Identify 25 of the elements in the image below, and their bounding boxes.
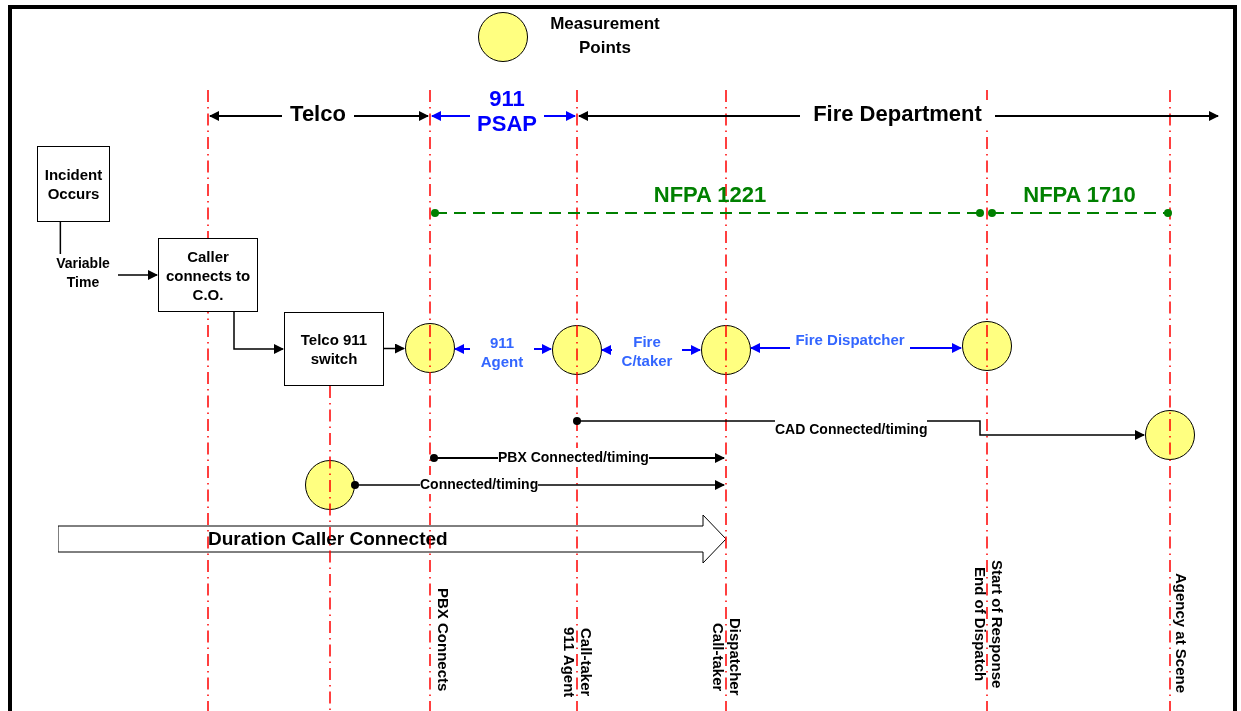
process-box: Telco 911 switch — [284, 312, 384, 386]
axis-label: Call-taker 911 Agent — [560, 625, 595, 700]
measurement-point-circle — [552, 325, 602, 375]
arrow — [233, 311, 284, 354]
measurement-point-circle — [962, 321, 1012, 371]
measurement-point-circle — [305, 460, 355, 510]
process-box: Caller connects to C.O. — [158, 238, 258, 312]
axis-label: PBX Connects — [434, 587, 452, 694]
standard-label: NFPA 1710 — [1022, 182, 1137, 208]
axis-label: Dispatcher Call-taker — [709, 617, 744, 698]
edge-label: CAD Connected/timing — [775, 420, 928, 439]
axis-label: Start of Response End of Dispatch — [971, 559, 1006, 691]
edge-label: Connected/timing — [420, 475, 539, 494]
span-label: Fire Department — [800, 100, 995, 128]
measurement-point-circle — [1145, 410, 1195, 460]
legend-label: Measurement Points — [549, 13, 661, 59]
measurement-point-circle — [405, 323, 455, 373]
hollow-arrow — [58, 514, 728, 564]
axis-label: Agency at Scene — [1172, 571, 1190, 696]
arrow-label: Duration Caller Connected — [208, 527, 448, 551]
arrow — [383, 343, 405, 354]
process-box: Incident Occurs — [37, 146, 110, 222]
measurement-point-circle — [701, 325, 751, 375]
standard-label: NFPA 1221 — [652, 182, 768, 208]
interval-label: PBX Connected/timing — [498, 448, 649, 467]
